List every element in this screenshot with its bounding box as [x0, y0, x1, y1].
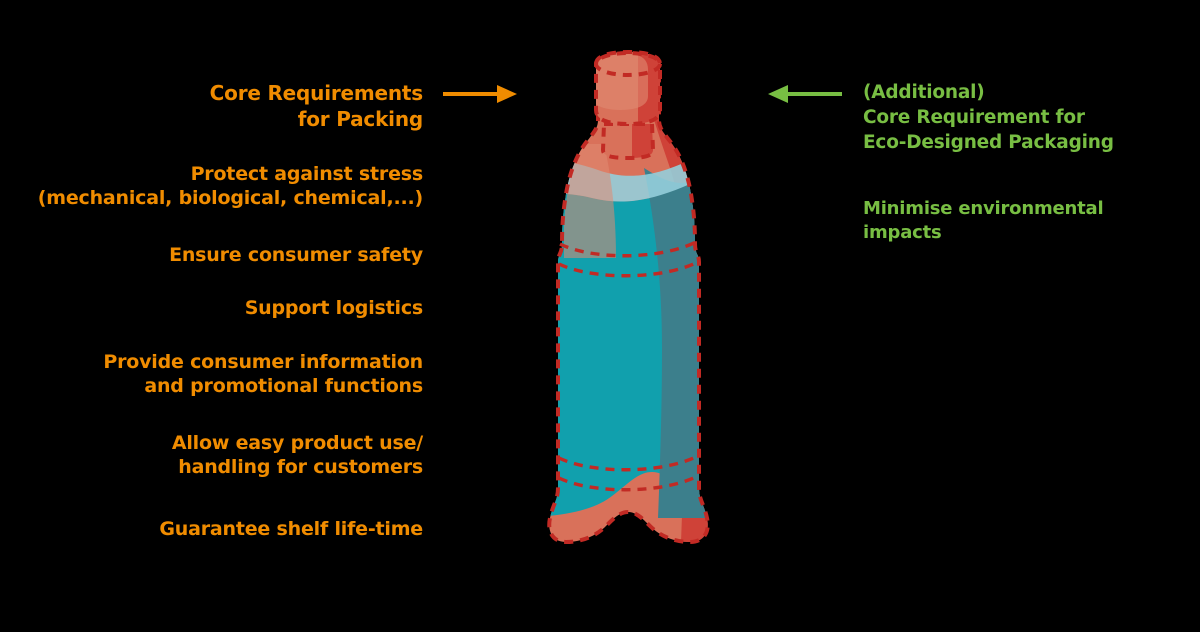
bottle-liquid-shadow: [644, 166, 708, 518]
bottle-neck: [600, 122, 656, 161]
left-item-support-logistics: Support logistics: [244, 297, 423, 319]
left-item-provide-consumer-information: Provide consumer information and promoti…: [103, 351, 423, 398]
arrow-right-orange-icon: [443, 84, 519, 104]
cap-outline-dashed: [594, 49, 662, 127]
left-item-allow-easy-product-use: Allow easy product use/ handling for cus…: [171, 432, 423, 479]
bottle-body: [547, 62, 710, 544]
cap-highlight: [596, 54, 648, 110]
left-item-protect-against-stress: Protect against stress (mechanical, biol…: [37, 163, 423, 210]
bottle-cap: [594, 49, 662, 127]
arrow-left-green-icon: [766, 84, 842, 104]
right-item-minimise-environmental-impacts: Minimise environmental impacts: [863, 198, 1104, 244]
bottle-highlight: [564, 144, 616, 258]
left-item-ensure-consumer-safety: Ensure consumer safety: [169, 244, 423, 266]
neck-outline-dashed: [600, 122, 656, 161]
left-panel-heading: Core Requirements for Packing: [209, 81, 424, 131]
left-item-guarantee-shelf-life-time: Guarantee shelf life-time: [159, 518, 423, 540]
plastic-bottle-illustration: [520, 48, 790, 568]
bottle-rib-lines: [558, 240, 699, 492]
right-panel-heading: (Additional) Core Requirement for Eco-De…: [863, 82, 1114, 153]
